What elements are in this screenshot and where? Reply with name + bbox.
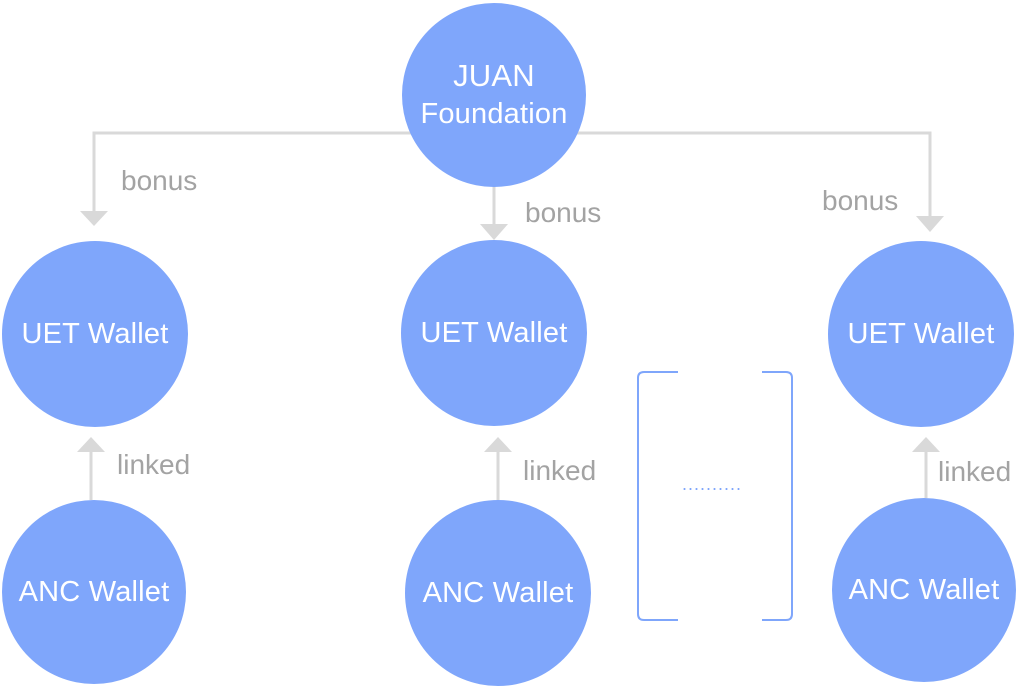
- uet-wallet-node-middle: UET Wallet: [401, 240, 587, 426]
- bonus-label-left: bonus: [121, 165, 198, 196]
- uet-wallet-label: UET Wallet: [21, 318, 169, 350]
- anc-wallet-label: ANC Wallet: [18, 576, 170, 608]
- anc-wallet-node-right: ANC Wallet: [832, 498, 1016, 682]
- anc-wallet-label: ANC Wallet: [848, 574, 1000, 606]
- linked-arrow-right: [912, 437, 940, 452]
- anc-wallet-node-left: ANC Wallet: [2, 500, 186, 684]
- bonus-arrow-left: [80, 211, 108, 226]
- linked-label-left: linked: [117, 449, 191, 480]
- bonus-label-middle: bonus: [525, 197, 602, 228]
- uet-wallet-label: UET Wallet: [847, 318, 995, 350]
- uet-wallet-node-right: UET Wallet: [828, 241, 1014, 427]
- more-wallets-ellipsis: ..........: [682, 474, 743, 494]
- anc-wallet-label: ANC Wallet: [422, 577, 574, 609]
- root-label-line1: JUAN: [453, 58, 535, 93]
- linked-arrow-middle: [484, 437, 512, 452]
- uet-wallet-label: UET Wallet: [420, 317, 568, 349]
- uet-wallet-node-left: UET Wallet: [2, 241, 188, 427]
- linked-label-right: linked: [938, 456, 1012, 487]
- ellipsis-bracket-right: [762, 371, 793, 621]
- bonus-label-right: bonus: [822, 185, 899, 216]
- linked-label-middle: linked: [523, 455, 597, 486]
- ellipsis-bracket-left: [637, 371, 678, 621]
- anc-wallet-node-middle: ANC Wallet: [405, 500, 591, 686]
- bonus-arrow-right: [916, 216, 944, 232]
- bonus-arrow-middle: [480, 224, 508, 240]
- root-label-line2: Foundation: [420, 98, 568, 130]
- linked-arrow-left: [77, 437, 105, 452]
- juan-foundation-node: JUAN Foundation: [402, 3, 586, 187]
